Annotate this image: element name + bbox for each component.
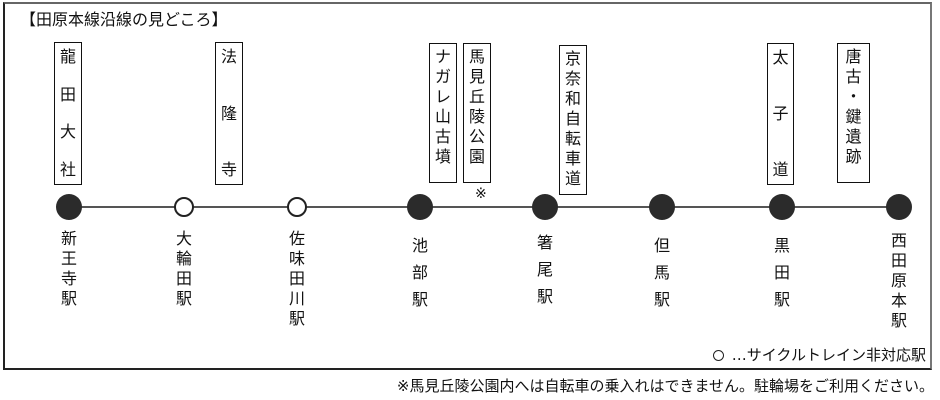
- spot-char: ・: [845, 87, 862, 106]
- station-char: 佐: [288, 229, 305, 248]
- spot-char: 子: [772, 104, 789, 123]
- station-marker-ikebe: [407, 194, 433, 220]
- open-circle-icon: [712, 349, 724, 361]
- diagram-title: 【田原本線沿線の見どころ】: [20, 10, 228, 29]
- station-char: 輪: [175, 249, 192, 268]
- spot-char: 和: [564, 89, 581, 108]
- station-char: 但: [653, 236, 670, 255]
- station-marker-hashio: [532, 194, 558, 220]
- spot-char: 遺: [845, 127, 862, 146]
- station-char: 箸: [536, 233, 553, 252]
- station-label-hashio: 箸 尾 駅: [533, 232, 557, 313]
- spot-char: 陵: [468, 107, 485, 126]
- spot-taishi-michi: 太 子 道: [767, 43, 794, 185]
- spot-char: ガ: [434, 67, 451, 86]
- station-label-samitagawa: 佐 味 田 川 駅: [285, 229, 309, 329]
- station-char: 黒: [773, 236, 790, 255]
- spot-char: 京: [564, 49, 581, 68]
- station-label-tajima: 但 馬 駅: [650, 235, 674, 316]
- spot-char: 太: [772, 48, 789, 67]
- station-char: 部: [411, 263, 428, 282]
- station-label-shin-oji: 新 王 寺 駅: [57, 229, 81, 309]
- rail-line: [69, 206, 899, 208]
- station-char: 寺: [60, 269, 77, 288]
- spot-char: 古: [434, 127, 451, 146]
- footnote: ※馬見丘陵公園内へは自転車の乗入れはできません。駐輪場をご利用ください。: [396, 377, 934, 395]
- spot-horyuji: 法 隆 寺: [215, 42, 243, 185]
- note-mark: ※: [475, 186, 487, 202]
- spot-char: 寺: [220, 160, 237, 179]
- spot-char: 奈: [564, 69, 581, 88]
- diagram-frame: [3, 2, 932, 370]
- station-marker-tajima: [649, 194, 675, 220]
- station-char: 駅: [60, 289, 77, 308]
- station-char: 駅: [288, 309, 305, 328]
- spot-char: 山: [434, 107, 451, 126]
- spot-karako-kagi-ruins: 唐 古 ・ 鍵 遺 跡: [837, 43, 870, 183]
- spot-char: 法: [220, 47, 237, 66]
- station-char: 駅: [411, 290, 428, 309]
- station-char: 駅: [175, 289, 192, 308]
- spot-char: 跡: [845, 147, 862, 166]
- station-char: 本: [890, 291, 907, 310]
- station-marker-nishi-tawaramoto: [886, 194, 912, 220]
- spot-keinawa-cycling-road: 京 奈 和 自 転 車 道: [559, 45, 587, 195]
- spot-nagareyama-kofun: ナ ガ レ 山 古 墳: [429, 43, 457, 183]
- station-char: 田: [175, 269, 192, 288]
- spot-char: 鍵: [845, 107, 862, 126]
- spot-char: 転: [564, 129, 581, 148]
- station-char: 馬: [653, 263, 670, 282]
- spot-char: 見: [468, 67, 485, 86]
- station-marker-samitagawa: [287, 197, 307, 217]
- spot-char: 社: [59, 159, 76, 179]
- spot-umami-kyuryo-park: 馬 見 丘 陵 公 園: [463, 43, 491, 183]
- station-char: 西: [890, 231, 907, 250]
- legend-text: …サイクルトレイン非対応駅: [731, 346, 926, 364]
- station-char: 池: [411, 236, 428, 255]
- spot-char: レ: [434, 87, 451, 106]
- station-char: 大: [175, 229, 192, 248]
- spot-char: 大: [59, 122, 76, 142]
- spot-char: 古: [845, 67, 862, 86]
- station-char: 原: [890, 271, 907, 290]
- station-char: 尾: [536, 260, 553, 279]
- spot-char: 田: [59, 84, 76, 104]
- spot-char: 園: [468, 147, 485, 166]
- spot-char: 道: [772, 160, 789, 179]
- spot-char: 公: [468, 127, 485, 146]
- spot-char: 自: [564, 109, 581, 128]
- station-label-nishi-tawaramoto: 西 田 原 本 駅: [887, 231, 911, 331]
- spot-char: 馬: [468, 47, 485, 66]
- station-marker-kuroda: [769, 194, 795, 220]
- station-char: 駅: [890, 311, 907, 330]
- spot-char: 墳: [434, 147, 451, 166]
- station-char: 新: [60, 229, 77, 248]
- station-char: 川: [288, 289, 305, 308]
- station-char: 駅: [773, 290, 790, 309]
- station-marker-shin-oji: [56, 194, 82, 220]
- spot-char: 龍: [59, 47, 76, 66]
- spot-char: 唐: [845, 47, 862, 66]
- station-char: 田: [773, 263, 790, 282]
- spot-char: 隆: [220, 103, 237, 123]
- station-char: 王: [60, 249, 77, 268]
- spot-tatsuta-taisha: 龍 田 大 社: [54, 42, 82, 185]
- station-marker-owada: [174, 197, 194, 217]
- station-char: 田: [288, 269, 305, 288]
- station-char: 駅: [653, 290, 670, 309]
- spot-char: 道: [564, 169, 581, 188]
- station-label-owada: 大 輪 田 駅: [172, 229, 196, 309]
- station-char: 田: [890, 251, 907, 270]
- spot-char: ナ: [434, 47, 451, 66]
- spot-char: 丘: [468, 87, 485, 106]
- station-label-ikebe: 池 部 駅: [408, 235, 432, 316]
- spot-char: 車: [564, 149, 581, 168]
- legend: …サイクルトレイン非対応駅: [712, 345, 926, 365]
- station-char: 駅: [536, 287, 553, 306]
- station-label-kuroda: 黒 田 駅: [770, 235, 794, 316]
- station-char: 味: [288, 249, 305, 268]
